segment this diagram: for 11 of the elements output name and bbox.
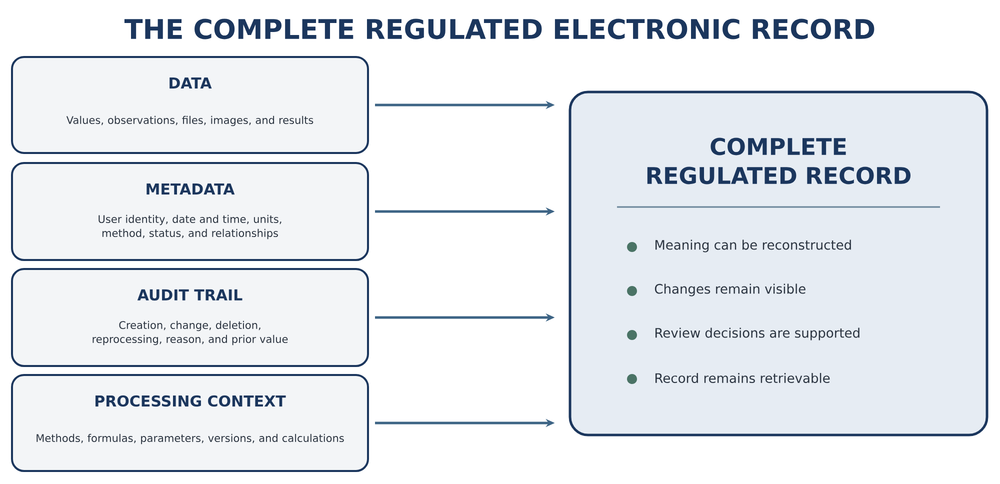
bullet-text: Meaning can be reconstructed xyxy=(655,240,851,252)
title: THE COMPLETE REGULATED ELECTRONIC RECORD xyxy=(124,18,874,40)
summary-box xyxy=(568,90,988,436)
input-box: AUDIT TRAIL Creation, change, deletion, reprocessing, reason, and prior value xyxy=(11,268,369,367)
bullet-text: Changes remain visible xyxy=(654,284,806,296)
input-box: DATA Values, observations, files, images, and results xyxy=(11,56,369,154)
heading: COMPLETE REGULATED RECORD xyxy=(647,138,911,184)
input-box: METADATA User identity, date and time, units, method, status, and relationships xyxy=(11,162,369,261)
input-box: PROCESSING CONTEXT Methods, formulas, parameters, versions, and calculations xyxy=(11,374,369,472)
bullet-text: Review decisions are supported xyxy=(655,328,860,340)
bullet-text: Record remains retrievable xyxy=(655,372,830,384)
